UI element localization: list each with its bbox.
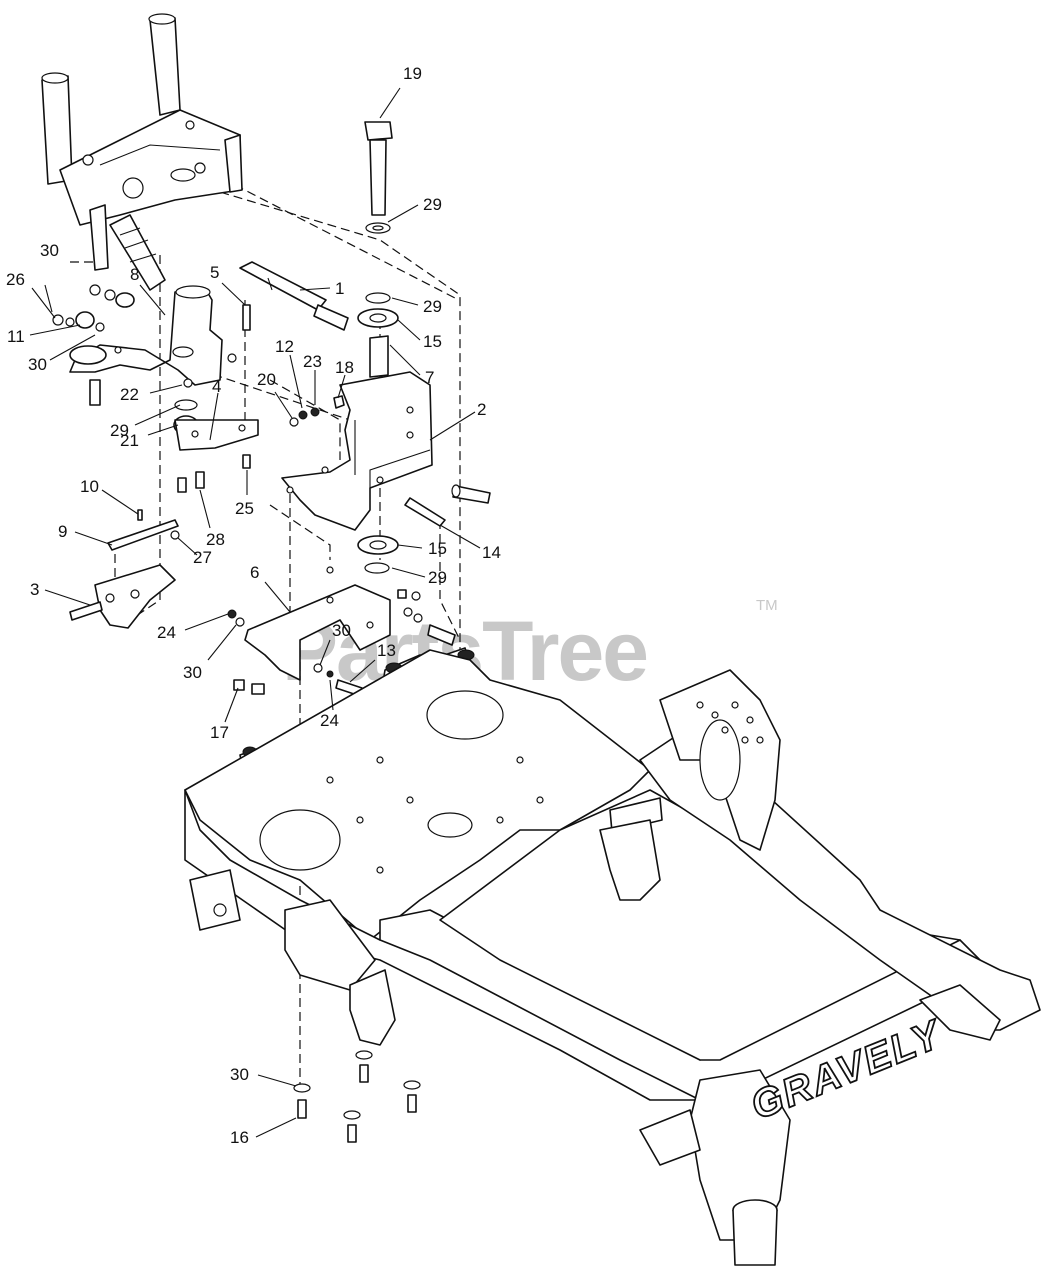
callout-3: 3 [30, 580, 39, 599]
callout-30: 30 [28, 355, 47, 374]
callout-6: 6 [250, 563, 259, 582]
callout-26: 26 [6, 270, 25, 289]
callout-12: 12 [275, 337, 294, 356]
callout-5: 5 [210, 263, 219, 282]
callout-17: 17 [210, 723, 229, 742]
callout-1: 1 [335, 279, 344, 298]
callout-29: 29 [423, 195, 442, 214]
callout-11: 11 [7, 327, 25, 346]
callout-24: 24 [157, 623, 176, 642]
callout-4: 4 [212, 377, 221, 396]
callout-27: 27 [193, 548, 212, 567]
small-hardware-center [289, 395, 345, 427]
plate-4 [174, 419, 259, 493]
washer-29-top [365, 222, 391, 234]
callout-28: 28 [206, 530, 225, 549]
callout-labels: 19 29 30 26 8 5 1 29 15 11 30 12 23 18 7… [6, 64, 501, 1147]
callout-15: 15 [423, 332, 442, 351]
callout-19: 19 [403, 64, 422, 83]
bottom-hardware [293, 1050, 421, 1143]
callout-10: 10 [80, 477, 99, 496]
callout-29: 29 [423, 297, 442, 316]
callout-14: 14 [482, 543, 501, 562]
callout-25: 25 [235, 499, 254, 518]
control-arm-8 [52, 284, 237, 406]
callout-20: 20 [257, 370, 276, 389]
shaft-3 [69, 564, 176, 629]
callout-16: 16 [230, 1128, 249, 1147]
callout-leaders [29, 87, 481, 1138]
bolt-19 [364, 121, 393, 216]
callout-30: 30 [40, 241, 59, 260]
hardware-6-area [227, 589, 456, 697]
callout-30: 30 [332, 621, 351, 640]
callout-30: 30 [230, 1065, 249, 1084]
callout-29: 29 [110, 421, 129, 440]
callout-24: 24 [320, 711, 339, 730]
callout-8: 8 [130, 265, 139, 284]
mower-frame [184, 649, 1041, 1266]
callout-9: 9 [58, 522, 67, 541]
stud-5 [242, 304, 251, 331]
steering-tower-assembly [41, 13, 243, 291]
bracket-2 [281, 371, 433, 531]
callout-18: 18 [335, 358, 354, 377]
callout-15: 15 [428, 539, 447, 558]
callout-13: 13 [377, 641, 396, 660]
bearing-15-upper [357, 292, 399, 378]
callout-30: 30 [183, 663, 202, 682]
pin-14 [404, 484, 491, 527]
callout-29: 29 [428, 568, 447, 587]
callout-23: 23 [303, 352, 322, 371]
callout-7: 7 [425, 368, 434, 387]
bar-9 [107, 509, 180, 551]
callout-21: 21 [120, 431, 139, 450]
gas-spring-1 [239, 261, 349, 331]
callout-22: 22 [120, 385, 139, 404]
watermark-trademark: TM [756, 597, 778, 614]
bracket-6 [244, 566, 391, 681]
callout-2: 2 [477, 400, 486, 419]
bearing-15-lower [357, 535, 399, 574]
